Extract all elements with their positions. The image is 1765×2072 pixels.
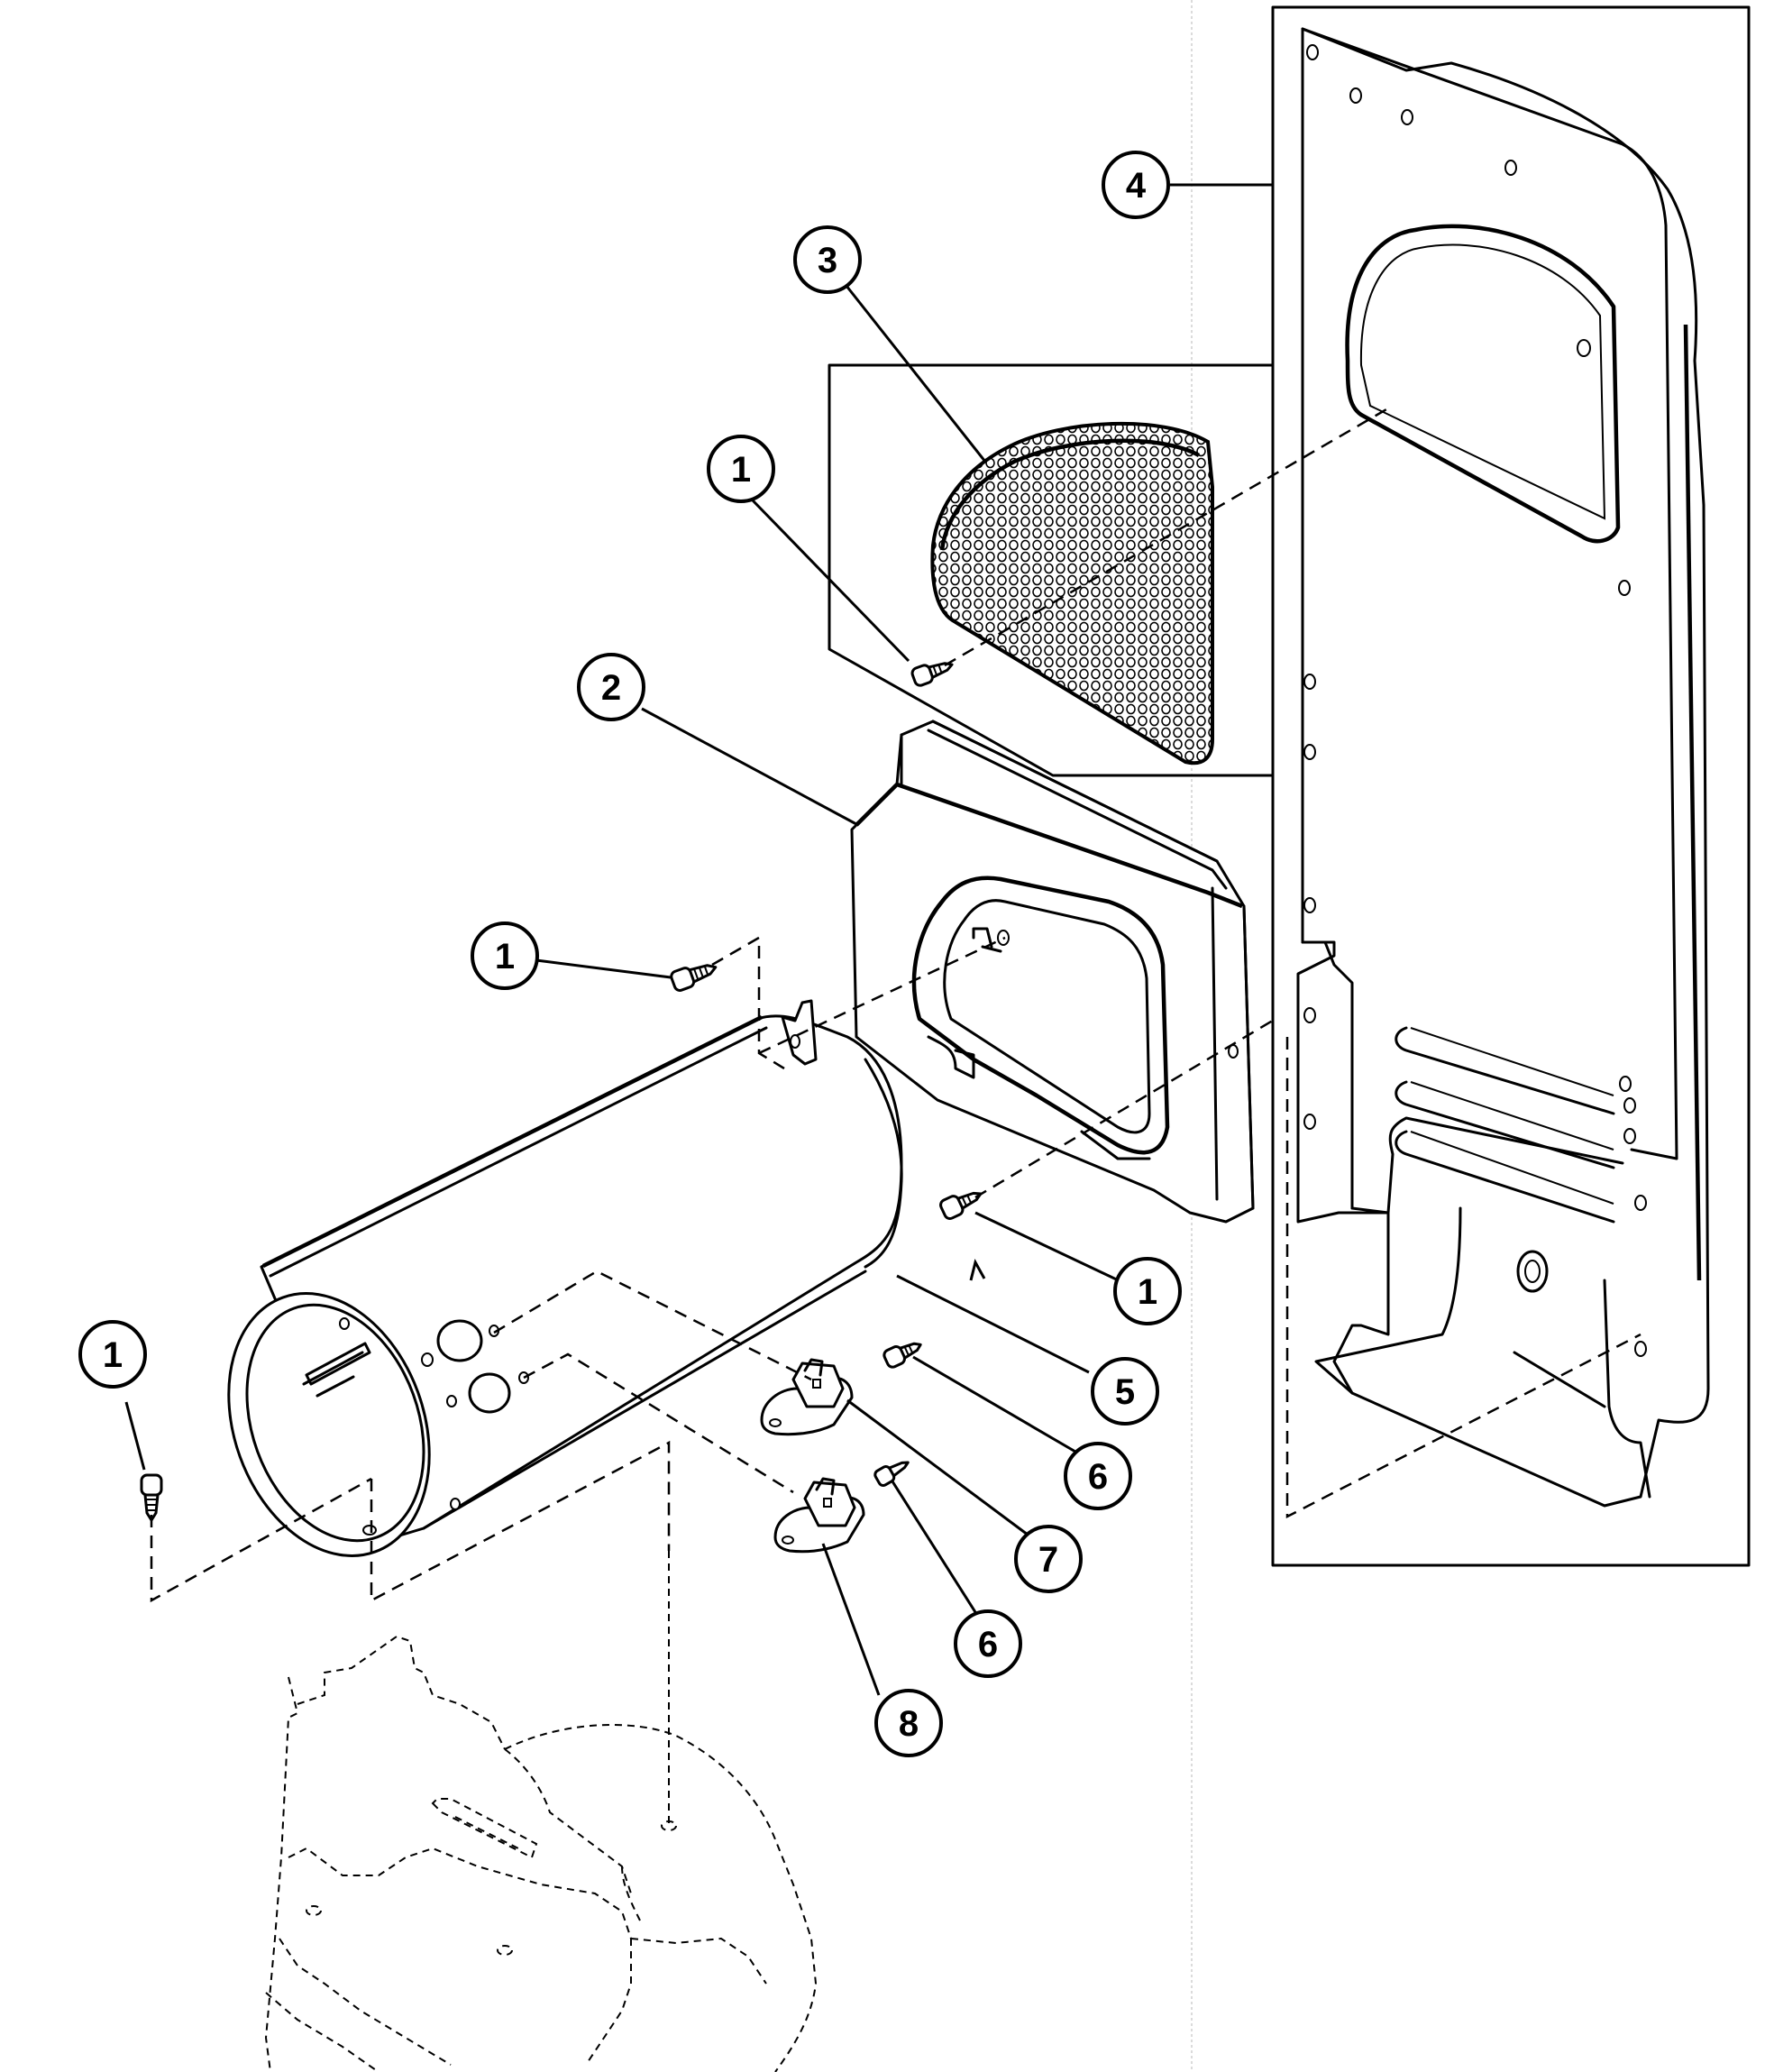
callout-8: 8 <box>874 1689 943 1757</box>
callout-1-frame-label: 1 <box>1138 1272 1157 1312</box>
callout-7-label: 7 <box>1038 1540 1058 1580</box>
callout-1-screen-label: 1 <box>731 450 751 490</box>
callout-2: 2 <box>577 653 645 721</box>
base-ghost-outline <box>264 1551 818 2072</box>
thermostat-part-7 <box>760 1358 854 1436</box>
callout-leaders <box>124 183 1273 1696</box>
callout-1-bracket-label: 1 <box>495 937 515 976</box>
heater-duct-part-5 <box>227 999 903 1557</box>
callout-5: 5 <box>1091 1357 1159 1426</box>
adapter-frame-part-2 <box>850 720 1255 1224</box>
panel-body <box>1296 27 1710 1508</box>
group-box-parts-2-3 <box>828 363 1275 777</box>
callout-8-label: 8 <box>899 1704 919 1744</box>
screw-part-1-left <box>140 1473 163 1522</box>
callout-5-label: 5 <box>1115 1372 1135 1412</box>
screw-part-1-top-left <box>670 964 718 992</box>
callout-7: 7 <box>1014 1525 1083 1593</box>
callout-1-bracket: 1 <box>471 921 539 990</box>
callout-3: 3 <box>793 225 862 294</box>
callout-2-label: 2 <box>601 668 621 708</box>
screw-part-6-lower <box>873 1461 910 1487</box>
callout-1-frame: 1 <box>1113 1257 1182 1325</box>
screw-part-1-screen <box>910 662 954 687</box>
callout-6-upper-label: 6 <box>1088 1457 1108 1497</box>
screw-part-6-upper <box>882 1342 922 1369</box>
callout-6-lower-label: 6 <box>978 1625 998 1664</box>
callout-6-upper: 6 <box>1064 1442 1132 1510</box>
callout-4-label: 4 <box>1126 166 1147 206</box>
callout-1-left-label: 1 <box>103 1335 123 1375</box>
vent-opening <box>1345 224 1621 544</box>
callout-4: 4 <box>1102 151 1170 219</box>
rear-duct-panel-part-4 <box>828 5 1751 1567</box>
lint-screen-part-3 <box>930 421 1214 766</box>
assembly-lines <box>150 404 1642 1603</box>
callout-6-lower: 6 <box>954 1609 1022 1678</box>
thermostat-part-8 <box>773 1477 865 1554</box>
callout-3-label: 3 <box>818 241 837 280</box>
callout-1-screen: 1 <box>707 435 775 503</box>
group-box-part-4 <box>1271 5 1751 1567</box>
callout-1-left: 1 <box>78 1320 147 1389</box>
